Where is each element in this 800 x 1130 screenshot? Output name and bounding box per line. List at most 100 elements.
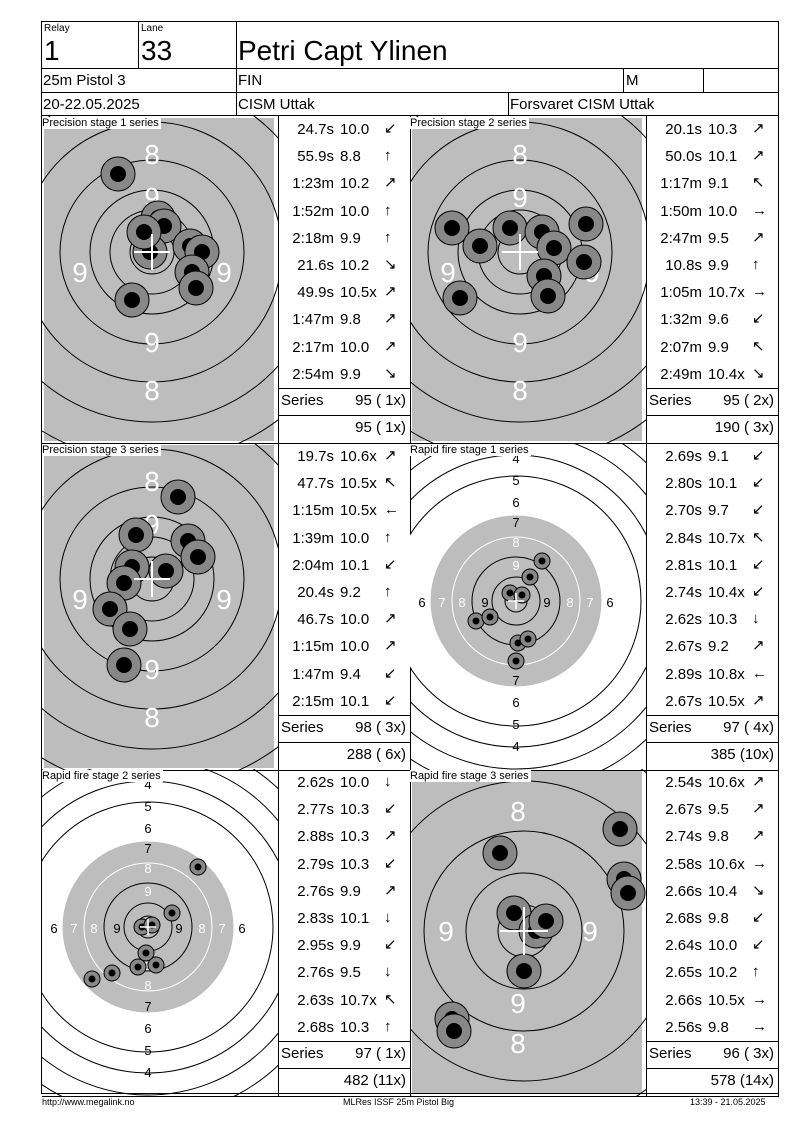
shot-score: 10.6x <box>340 448 377 465</box>
series-score: 95 ( 2x) <box>723 392 774 409</box>
shot-hole <box>530 278 566 314</box>
event-name: 25m Pistol 3 <box>43 72 126 89</box>
shot-hole <box>513 586 531 604</box>
club-name: Forsvaret CISM Uttak <box>510 96 655 113</box>
panel-title: Precision stage 2 series <box>410 117 529 129</box>
shot-direction-icon: ↓ <box>384 963 392 981</box>
shot-score: 10.4x <box>708 365 745 383</box>
svg-text:8: 8 <box>510 796 526 827</box>
shot-time: 2.66s <box>665 882 702 900</box>
relay-label: Relay <box>44 23 70 34</box>
shot-direction-icon: ↙ <box>384 120 397 137</box>
shot-hole <box>602 811 638 847</box>
shot-direction-icon: ↙ <box>752 501 765 519</box>
shot-hole <box>129 958 147 976</box>
shot-direction-icon: ↗ <box>384 827 397 845</box>
svg-text:8: 8 <box>90 921 97 936</box>
svg-text:8: 8 <box>510 1028 526 1059</box>
shot-score: 10.5x <box>708 991 745 1009</box>
shot-direction-icon: ↓ <box>384 773 392 790</box>
series-score: 95 ( 1x) <box>355 392 406 409</box>
shot-direction-icon: ↑ <box>752 963 760 981</box>
shot-score: 10.2 <box>708 964 738 982</box>
shot-direction-icon: ↗ <box>384 310 397 328</box>
lane-value: 33 <box>141 35 173 66</box>
shot-direction-icon: ← <box>752 664 767 682</box>
shot-time: 2.76s <box>297 882 334 900</box>
shot-hole <box>180 539 216 575</box>
shot-direction-icon: ↙ <box>752 936 765 954</box>
shot-time: 2.62s <box>665 611 702 629</box>
shot-time: 49.9s <box>297 284 334 302</box>
svg-text:5: 5 <box>144 799 151 814</box>
svg-text:4: 4 <box>144 1065 151 1080</box>
shot-direction-icon: ↗ <box>384 283 397 301</box>
shot-time: 1:17m <box>660 175 702 193</box>
shot-hole <box>467 612 485 630</box>
shot-score: 9.2 <box>340 584 361 601</box>
shot-score: 9.8 <box>708 1018 729 1036</box>
shot-score: 10.1 <box>708 148 738 166</box>
series-label: Series <box>281 1045 324 1062</box>
shot-direction-icon: ↗ <box>384 881 397 899</box>
shot-score: 10.2 <box>340 175 370 193</box>
shot-hole <box>568 206 604 242</box>
shot-hole <box>536 230 572 266</box>
shot-time: 21.6s <box>297 257 334 274</box>
shot-time: 2.54s <box>665 774 702 791</box>
footer-website[interactable]: http://www.megalink.no <box>42 1097 135 1107</box>
shot-score: 9.1 <box>708 448 729 465</box>
shot-score: 10.5x <box>708 692 745 710</box>
shot-direction-icon: ↖ <box>752 528 765 546</box>
svg-text:7: 7 <box>70 921 77 936</box>
relay-value: 1 <box>44 35 60 66</box>
shot-hole <box>481 608 499 626</box>
shot-hole <box>506 953 542 989</box>
svg-text:9: 9 <box>438 916 454 947</box>
shot-time: 2.88s <box>297 828 334 846</box>
series-label: Series <box>649 719 692 736</box>
shot-score: 10.5x <box>340 502 377 520</box>
shot-time: 2.80s <box>665 475 702 493</box>
shot-time: 2.95s <box>297 937 334 955</box>
shot-direction-icon: ↙ <box>384 854 397 872</box>
shot-time: 1:15m <box>292 638 334 656</box>
shot-direction-icon: ↖ <box>752 174 765 192</box>
shot-score: 10.0 <box>340 121 370 138</box>
shot-score: 10.3 <box>340 801 370 819</box>
target-drawing: 45678998765467899876 <box>42 769 278 1096</box>
shot-direction-icon: → <box>752 201 767 219</box>
shot-time: 1:23m <box>292 175 334 193</box>
shot-score: 10.0 <box>708 202 738 220</box>
svg-text:9: 9 <box>512 182 528 213</box>
series-label: Series <box>649 392 692 409</box>
shot-direction-icon: ↓ <box>752 610 760 628</box>
svg-text:6: 6 <box>238 921 245 936</box>
shot-time: 2.68s <box>665 910 702 927</box>
shot-hole <box>507 652 525 670</box>
shot-score: 10.7x <box>340 991 377 1009</box>
panel-title: Rapid fire stage 3 series <box>410 770 531 782</box>
shot-time: 1:50m <box>660 202 702 220</box>
cumulative-total: 95 ( 1x) <box>355 419 406 436</box>
svg-text:6: 6 <box>606 595 613 610</box>
shot-direction-icon: → <box>752 1017 767 1035</box>
shot-score: 10.3 <box>708 121 738 138</box>
